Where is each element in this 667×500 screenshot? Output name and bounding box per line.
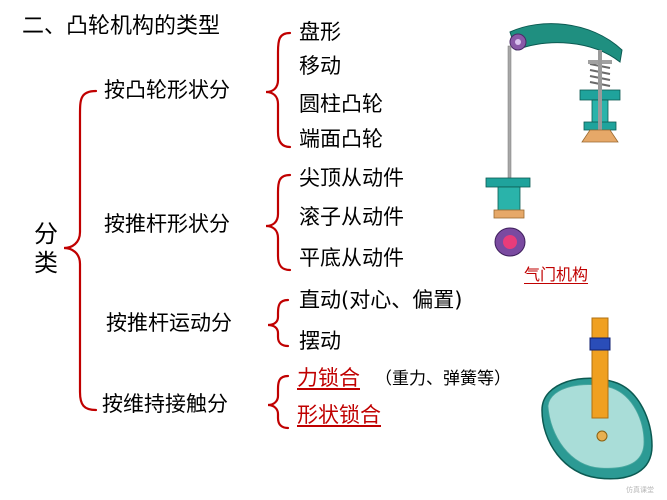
item-translating-follower: 直动(对心、偏置) (299, 288, 463, 312)
item-knife-edge-follower: 尖顶从动件 (299, 166, 404, 190)
category-pushrod-motion: 按推杆运动分 (106, 311, 232, 335)
force-closure-note: （重力、弹簧等） (375, 369, 511, 389)
item-flat-faced-follower: 平底从动件 (299, 246, 404, 270)
item-end-face-cam: 端面凸轮 (299, 127, 383, 151)
group3-brace (267, 298, 290, 348)
group4-brace (267, 374, 290, 430)
item-form-closure: 形状锁合 (297, 403, 381, 427)
group2-brace (265, 173, 292, 272)
watermark: 仿真课堂 (626, 486, 654, 494)
root-brace (63, 89, 98, 412)
root-label-line2: 类 (34, 249, 58, 277)
item-translating-cam: 移动 (299, 54, 341, 78)
category-cam-shape: 按凸轮形状分 (104, 78, 230, 102)
category-pushrod-shape: 按推杆形状分 (104, 212, 230, 236)
item-disc-cam: 盘形 (299, 20, 341, 44)
item-roller-follower: 滚子从动件 (299, 205, 404, 229)
item-oscillating-follower: 摆动 (299, 329, 341, 353)
valve-mechanism-figure (485, 23, 623, 257)
item-cylindrical-cam: 圆柱凸轮 (299, 92, 383, 116)
category-contact-keeping: 按维持接触分 (102, 392, 228, 416)
root-label-line1: 分 (34, 220, 58, 248)
disc-cam-figure (541, 317, 653, 480)
page-title: 二、凸轮机构的类型 (22, 14, 221, 39)
figure-caption: 气门机构 (524, 265, 589, 284)
item-force-closure: 力锁合 (297, 366, 360, 390)
group1-brace (265, 31, 292, 149)
